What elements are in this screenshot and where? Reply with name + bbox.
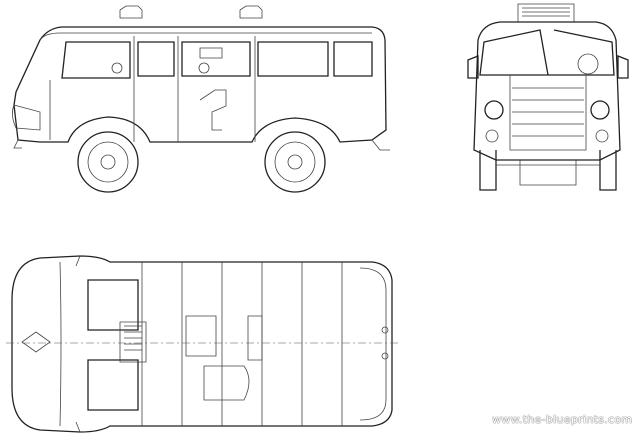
watermark: www.the-blueprints.com (492, 413, 633, 426)
rear-wheel (264, 131, 326, 193)
top-view (6, 255, 400, 433)
front-view (467, 3, 629, 191)
front-wheel (77, 131, 139, 193)
side-view (12, 5, 390, 193)
